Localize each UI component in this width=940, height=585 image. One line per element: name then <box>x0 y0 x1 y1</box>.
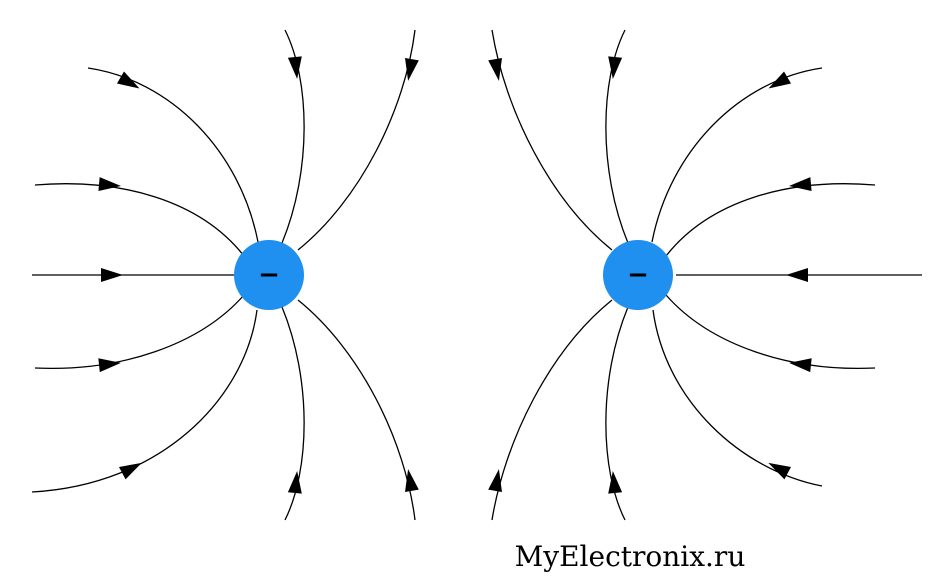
field-line <box>665 294 876 370</box>
arrowhead <box>116 71 140 89</box>
arrowhead <box>488 469 502 493</box>
charge-circle <box>234 240 304 310</box>
arrowhead <box>768 462 791 480</box>
field-line <box>87 67 259 243</box>
arrowhead <box>119 462 142 480</box>
field-line <box>652 309 823 487</box>
arrowhead <box>405 57 419 81</box>
field-line <box>34 183 245 257</box>
arrowhead <box>789 177 812 192</box>
arrowhead <box>608 56 623 79</box>
field-line <box>605 306 629 521</box>
arrowhead <box>768 71 792 89</box>
charge-circle <box>603 240 673 310</box>
field-line <box>605 29 629 244</box>
field-line <box>297 29 416 251</box>
right-charge-field-lines <box>491 29 922 521</box>
field-line <box>297 299 416 521</box>
arrowhead <box>405 469 419 493</box>
charge-sign: − <box>258 260 280 290</box>
left-charge-field-lines <box>31 29 416 521</box>
arrowhead <box>488 57 502 81</box>
arrowhead <box>608 471 623 494</box>
right-arrowheads <box>488 56 812 494</box>
right-charge: − <box>603 240 673 310</box>
left-charge: − <box>234 240 304 310</box>
arrowhead <box>287 471 302 494</box>
watermark-text: MyElectronix.ru <box>514 540 746 573</box>
field-line <box>281 306 305 521</box>
arrowhead <box>101 268 123 282</box>
field-line <box>34 294 245 370</box>
field-line <box>665 183 876 257</box>
arrowhead <box>789 358 812 373</box>
field-line <box>491 29 613 251</box>
field-line <box>31 309 258 493</box>
field-line <box>651 67 823 243</box>
arrowhead <box>786 268 808 282</box>
left-arrowheads <box>98 56 419 494</box>
charge-sign: − <box>627 260 649 290</box>
field-line <box>281 29 305 244</box>
arrowhead <box>287 56 302 79</box>
arrowhead <box>98 358 121 373</box>
arrowhead <box>98 177 121 192</box>
field-line <box>491 299 613 521</box>
